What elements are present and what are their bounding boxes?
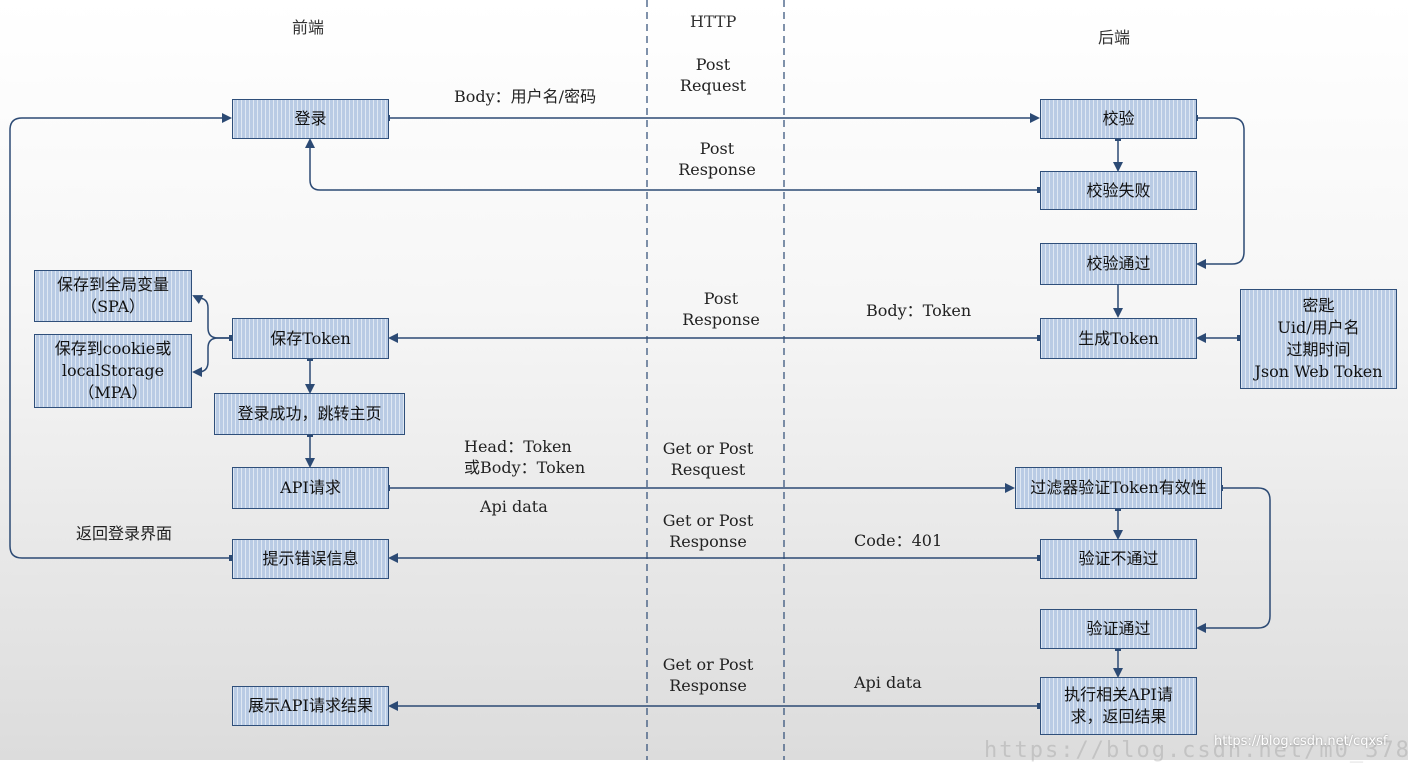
verify-pass-box[interactable]: 校验通过	[1040, 243, 1197, 285]
label-get-post-response-1-line-1: Get or Post	[662, 511, 754, 530]
arrow-filter-to-ok	[1196, 487, 1271, 633]
secret-line-4: Json Web Token	[1254, 362, 1383, 381]
save-spa-line-1: 保存到全局变量	[56, 275, 169, 294]
filter-box[interactable]: 过滤器验证Token有效性	[1015, 467, 1222, 509]
label-back-to-login: 返回登录界面	[76, 524, 173, 543]
label-head-token-line-1: Head：Token	[464, 437, 572, 456]
verify-ok-box[interactable]: 验证通过	[1040, 609, 1197, 649]
verify-fail-box[interactable]: 校验失败	[1040, 171, 1197, 210]
label-get-post-response-1-line-2: Response	[669, 532, 747, 551]
arrow-save-to-mpa	[192, 337, 232, 377]
label-body-token: Body：Token	[866, 301, 972, 320]
label-post-response-1: Post Response	[670, 138, 764, 180]
label-get-post-response-2: Get or Post Response	[660, 654, 756, 696]
login-box[interactable]: 登录	[232, 99, 389, 139]
secret-line-1: 密匙	[1302, 296, 1335, 315]
arrow-verify-to-pass	[1196, 117, 1245, 269]
header-frontend: 前端	[292, 18, 325, 37]
label-get-post-request-line-2: Resquest	[670, 460, 746, 479]
watermark: https://blog.csdn.net/cqxsf	[1214, 734, 1388, 749]
label-post-response-1-line-2: Response	[678, 160, 756, 179]
secret-line-3: 过期时间	[1286, 340, 1351, 359]
login-success-box[interactable]: 登录成功，跳转主页	[214, 393, 405, 435]
label-code-401: Code：401	[854, 531, 943, 550]
label-post-request: Post Request	[670, 54, 756, 96]
label-post-response-2-line-2: Response	[682, 310, 760, 329]
label-get-post-response-1: Get or Post Response	[660, 510, 756, 552]
label-get-post-response-2-line-1: Get or Post	[662, 655, 754, 674]
label-post-response-2-line-1: Post	[703, 289, 739, 308]
save-mpa-box[interactable]: 保存到cookie或 localStorage （MPA）	[34, 334, 192, 408]
show-result-box[interactable]: 展示API请求结果	[232, 686, 389, 726]
label-post-response-1-line-1: Post	[699, 139, 735, 158]
secret-line-2: Uid/用户名	[1277, 318, 1360, 337]
exec-api-line-1: 执行相关API请	[1064, 685, 1173, 704]
label-post-request-line-1: Post	[695, 55, 731, 74]
arrow-error-to-login	[9, 113, 232, 559]
label-get-post-request: Get or Post Resquest	[660, 438, 756, 480]
label-post-response-2: Post Response	[674, 288, 768, 330]
save-mpa-line-3: （MPA）	[78, 383, 148, 402]
watermark-faded: https://blog.csdn.net/m0_37859660	[984, 738, 1408, 763]
label-body-user-pass: Body：用户名/密码	[454, 87, 597, 106]
save-mpa-line-2: localStorage	[61, 361, 165, 380]
header-backend: 后端	[1098, 28, 1131, 47]
label-head-token: Head：Token 或Body：Token	[464, 436, 585, 478]
exec-api-box[interactable]: 执行相关API请 求，返回结果	[1040, 677, 1197, 735]
label-post-request-line-2: Request	[679, 76, 747, 95]
show-error-box[interactable]: 提示错误信息	[232, 539, 389, 579]
label-api-data-1: Api data	[480, 497, 548, 516]
arrow-save-to-spa	[192, 295, 232, 339]
label-get-post-response-2-line-2: Response	[669, 676, 747, 695]
exec-api-line-2: 求，返回结果	[1070, 707, 1167, 726]
api-request-box[interactable]: API请求	[232, 467, 389, 509]
save-spa-line-2: （SPA）	[81, 297, 145, 316]
save-token-box[interactable]: 保存Token	[232, 318, 389, 359]
header-http: HTTP	[690, 12, 737, 31]
secret-box[interactable]: 密匙 Uid/用户名 过期时间 Json Web Token	[1240, 289, 1397, 389]
label-head-token-line-2: 或Body：Token	[464, 458, 586, 477]
verify-not-pass-box[interactable]: 验证不通过	[1040, 539, 1197, 579]
arrow-fail-to-login	[305, 138, 1040, 191]
verify-box[interactable]: 校验	[1040, 99, 1197, 139]
gen-token-box[interactable]: 生成Token	[1040, 318, 1197, 359]
save-mpa-line-1: 保存到cookie或	[54, 339, 172, 358]
label-api-data-2: Api data	[854, 673, 922, 692]
save-spa-box[interactable]: 保存到全局变量 （SPA）	[34, 270, 192, 322]
label-get-post-request-line-1: Get or Post	[662, 439, 754, 458]
